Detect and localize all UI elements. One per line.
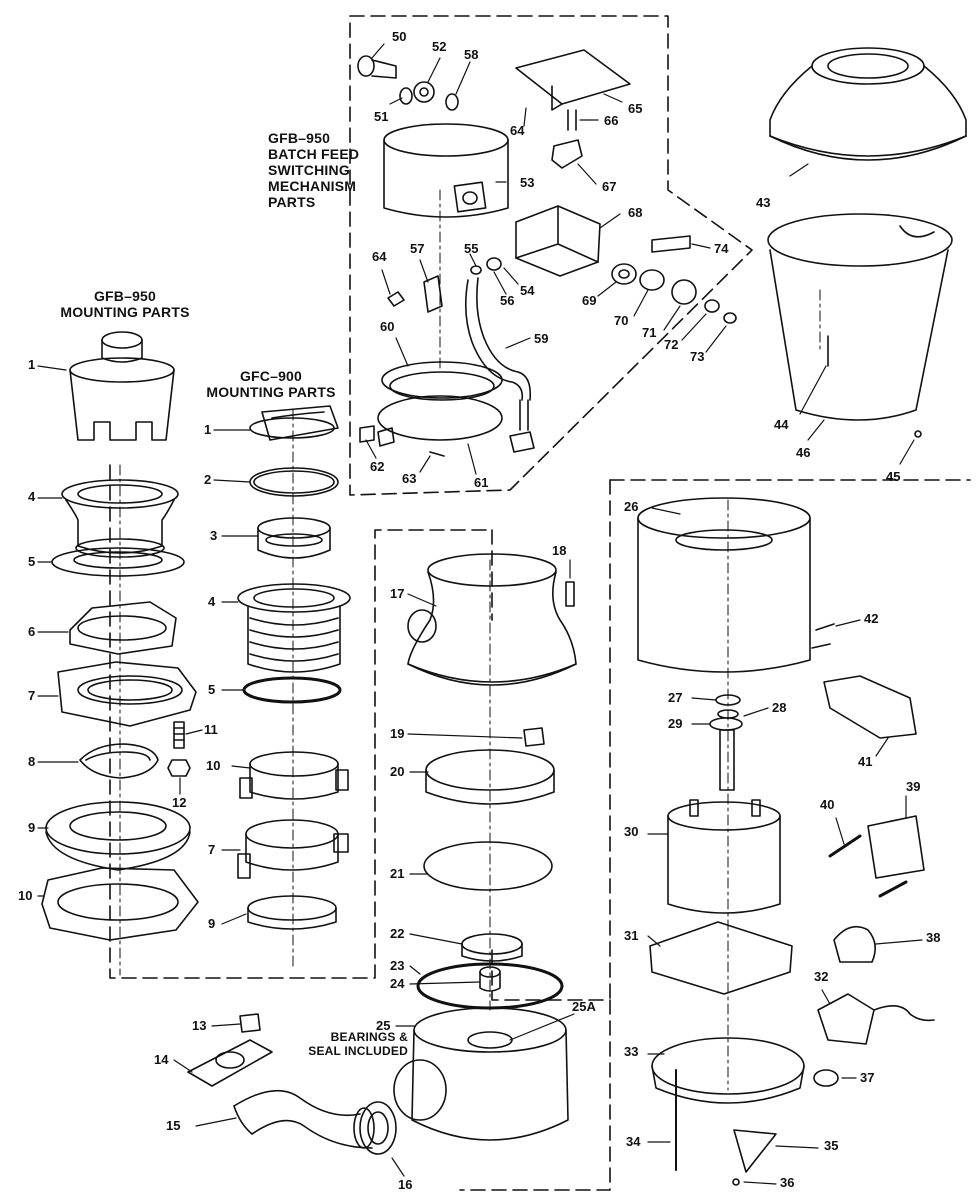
callout-36: 36: [780, 1175, 795, 1190]
callout-69: 69: [582, 293, 597, 308]
callout-4-gfb: 4: [28, 489, 36, 504]
callout-61: 61: [474, 475, 489, 490]
callout-24: 24: [390, 976, 405, 991]
callout-59: 59: [534, 331, 549, 346]
callout-72: 72: [664, 337, 679, 352]
callout-19: 19: [390, 726, 405, 741]
callout-67: 67: [602, 179, 617, 194]
callout-65: 65: [628, 101, 643, 116]
callout-55: 55: [464, 241, 479, 256]
callout-16: 16: [398, 1177, 413, 1192]
leader-lines: [37, 43, 923, 1185]
callout-32: 32: [814, 969, 829, 984]
callout-12: 12: [172, 795, 187, 810]
motor-parts: [637, 497, 935, 1186]
callout-50: 50: [392, 29, 407, 44]
batch-switch-parts: [357, 49, 737, 457]
callout-74: 74: [714, 241, 729, 256]
callout-66: 66: [604, 113, 619, 128]
callout-33: 33: [624, 1044, 639, 1059]
callout-52: 52: [432, 39, 447, 54]
callout-17: 17: [390, 586, 405, 601]
callout-3-gfc: 3: [210, 528, 218, 543]
callout-5-gfb: 5: [28, 554, 36, 569]
callout-7-gfc: 7: [208, 842, 216, 857]
motor-boundary: [609, 479, 971, 1001]
callout-15: 15: [166, 1118, 181, 1133]
callout-30: 30: [624, 824, 639, 839]
callout-8-gfb: 8: [28, 754, 36, 769]
callout-20: 20: [390, 764, 405, 779]
callout-40: 40: [820, 797, 835, 812]
callout-1-gfb: 1: [28, 357, 36, 372]
batch-switch-title: GFB–950 BATCH FEED SWITCHING MECHANISM P…: [268, 130, 360, 210]
callout-43: 43: [756, 195, 771, 210]
callout-5-gfc: 5: [208, 682, 216, 697]
housing-boundary: [459, 529, 611, 1191]
callout-63: 63: [402, 471, 417, 486]
callout-29: 29: [668, 716, 683, 731]
gfb950-mounting-title: GFB–950 MOUNTING PARTS: [60, 288, 190, 320]
callout-1-gfc: 1: [204, 422, 212, 437]
callout-45: 45: [886, 469, 901, 484]
mounting-boundary: [109, 464, 493, 979]
callout-35: 35: [824, 1138, 839, 1153]
callout-71: 71: [642, 325, 657, 340]
callout-6-gfb: 6: [28, 624, 36, 639]
callout-13: 13: [192, 1018, 207, 1033]
callout-64-lower: 64: [372, 249, 387, 264]
callout-4-gfc: 4: [208, 594, 216, 609]
callout-58: 58: [464, 47, 479, 62]
hopper-body: [187, 553, 577, 1155]
callout-25: 25: [376, 1018, 391, 1033]
callout-34: 34: [626, 1134, 641, 1149]
callout-10-gfb: 10: [18, 888, 33, 903]
callout-39: 39: [906, 779, 921, 794]
callout-42: 42: [864, 611, 879, 626]
bearings-note: BEARINGS & SEAL INCLUDED: [308, 1030, 408, 1058]
callout-23: 23: [390, 958, 405, 973]
callout-57: 57: [410, 241, 425, 256]
callout-70: 70: [614, 313, 629, 328]
callout-73: 73: [690, 349, 705, 364]
center-lines: [119, 189, 821, 1091]
callout-28: 28: [772, 700, 787, 715]
callout-14: 14: [154, 1052, 169, 1067]
callout-11: 11: [204, 722, 218, 737]
callout-54: 54: [520, 283, 535, 298]
callout-51: 51: [374, 109, 389, 124]
callout-22: 22: [390, 926, 405, 941]
callout-46: 46: [796, 445, 811, 460]
callout-31: 31: [624, 928, 639, 943]
callout-37: 37: [860, 1070, 875, 1085]
batch-switch-boundary: [349, 15, 753, 496]
gfc900-mounting-title: GFC–900 MOUNTING PARTS: [206, 368, 336, 400]
callout-9-gfc: 9: [208, 916, 216, 931]
callout-9-gfb: 9: [28, 820, 36, 835]
callout-41: 41: [858, 754, 873, 769]
callout-18: 18: [552, 543, 567, 558]
callout-44: 44: [774, 417, 789, 432]
callout-25a: 25A: [572, 999, 596, 1014]
callout-68: 68: [628, 205, 643, 220]
callout-27: 27: [668, 690, 683, 705]
gfc900-mount-stack: [237, 405, 351, 930]
callout-60: 60: [380, 319, 395, 334]
callout-62: 62: [370, 459, 385, 474]
callout-26: 26: [624, 499, 639, 514]
callout-2-gfc: 2: [204, 472, 212, 487]
callout-64: 64: [510, 123, 525, 138]
callout-7-gfb: 7: [28, 688, 36, 703]
callout-21: 21: [390, 866, 405, 881]
callout-56: 56: [500, 293, 515, 308]
gfb950-mount-stack: [41, 331, 199, 941]
callout-53: 53: [520, 175, 535, 190]
cover-and-shell: [767, 47, 967, 438]
callout-38: 38: [926, 930, 941, 945]
callout-10-gfc: 10: [206, 758, 221, 773]
